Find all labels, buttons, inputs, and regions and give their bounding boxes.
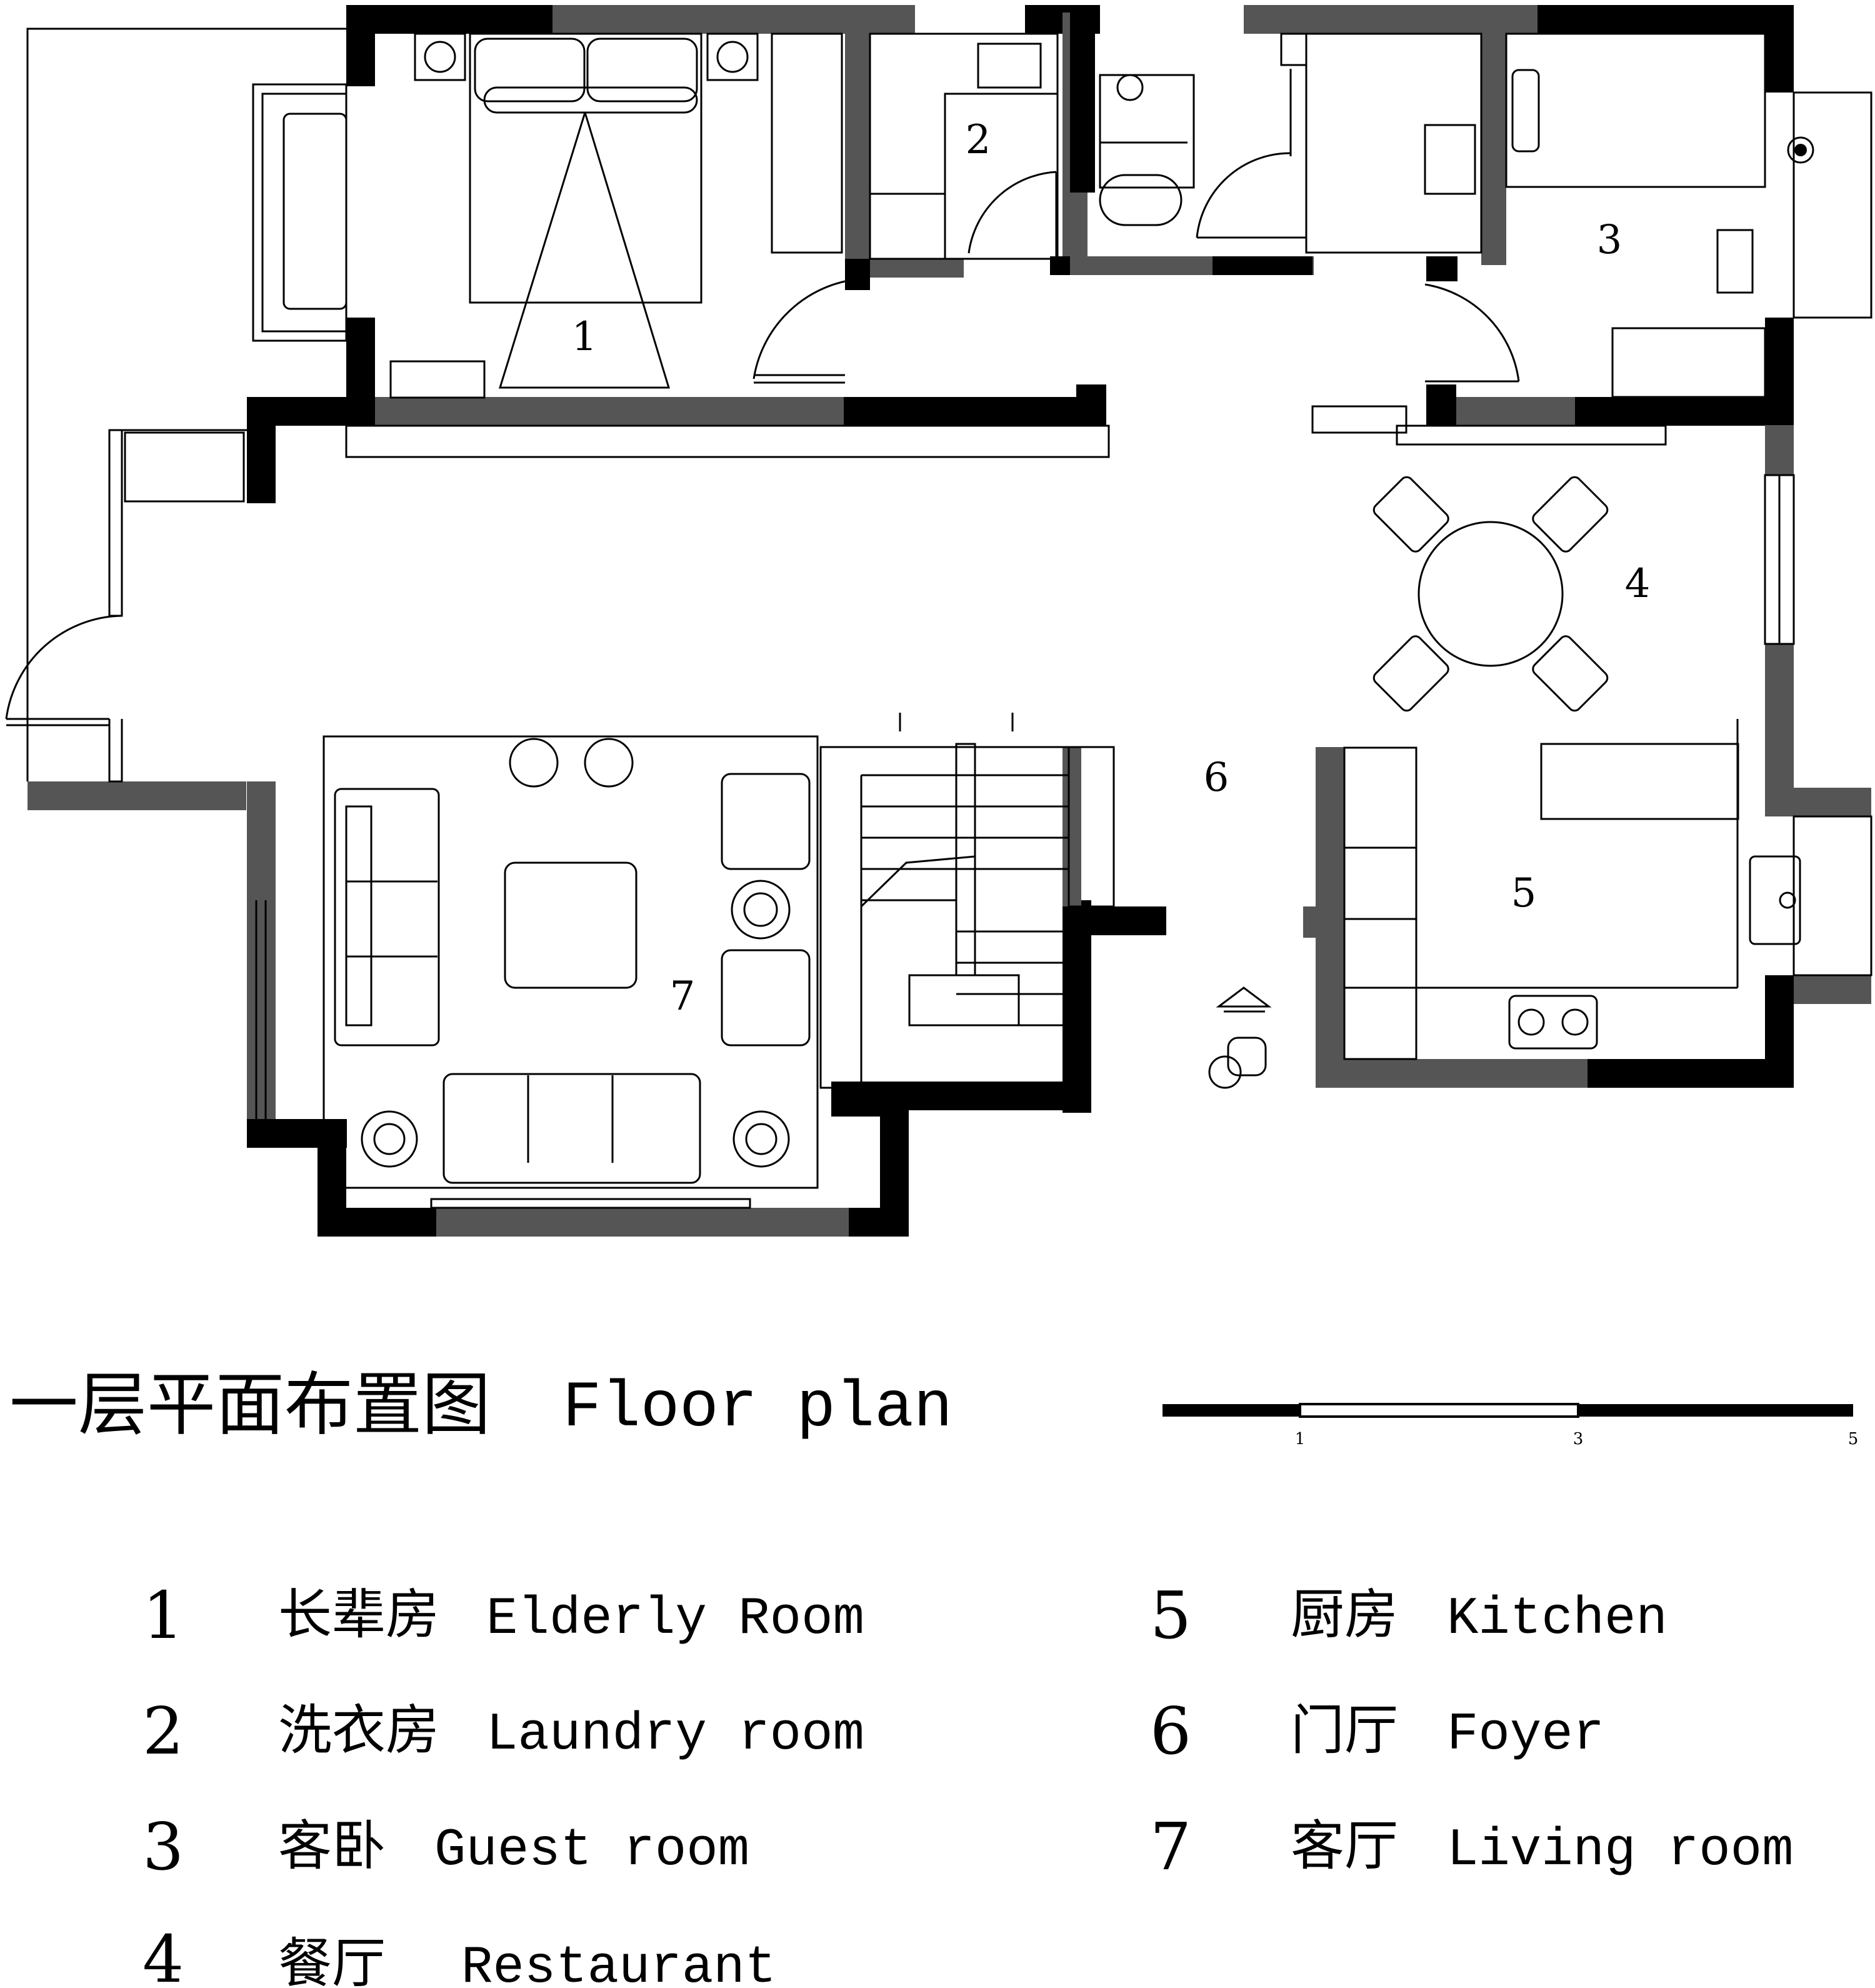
legend-item: 2 洗衣房 Laundry room xyxy=(142,1693,864,1769)
room-number-1: 1 xyxy=(572,314,598,360)
legend-english: Foyer xyxy=(1447,1705,1604,1765)
legend-chinese: 客卧 xyxy=(278,1815,386,1877)
room-numbers: 1 2 3 4 5 6 7 xyxy=(572,117,1651,1020)
scale-bar: 1 3 5 xyxy=(1162,1403,1859,1448)
walls xyxy=(28,5,1871,1237)
legend: 1 长辈房 Elderly Room 2 洗衣房 Laundry room 3 … xyxy=(142,1577,1794,1988)
room-number-6: 6 xyxy=(1204,755,1229,801)
legend-chinese: 长辈房 xyxy=(278,1584,439,1646)
legend-number: 1 xyxy=(142,1577,184,1654)
legend-chinese: 门厅 xyxy=(1291,1699,1398,1762)
legend-number: 7 xyxy=(1150,1809,1191,1885)
room-number-2: 2 xyxy=(966,117,991,163)
legend-chinese: 客厅 xyxy=(1291,1815,1398,1877)
scale-tick-3: 3 xyxy=(1573,1430,1584,1448)
legend-item: 3 客卧 Guest room xyxy=(142,1809,749,1885)
drawing-title: 一层平面布置图 Floor plan xyxy=(9,1365,952,1445)
legend-number: 6 xyxy=(1150,1693,1191,1769)
legend-item: 5 厨房 Kitchen xyxy=(1150,1577,1668,1654)
room-number-5: 5 xyxy=(1511,870,1537,916)
fixtures xyxy=(5,28,1872,1209)
legend-english: Restaurant xyxy=(461,1939,776,1988)
legend-chinese: 厨房 xyxy=(1291,1584,1398,1646)
legend-item: 7 客厅 Living room xyxy=(1150,1809,1794,1885)
stair-treads xyxy=(861,774,1069,1027)
legend-item: 1 长辈房 Elderly Room xyxy=(142,1577,864,1654)
room-number-7: 7 xyxy=(670,973,696,1020)
legend-english: Elderly Room xyxy=(486,1590,864,1649)
legend-english: Kitchen xyxy=(1447,1590,1668,1649)
title-english: Floor plan xyxy=(562,1372,952,1445)
legend-item: 4 餐厅 Restaurant xyxy=(142,1921,776,1988)
legend-item: 6 门厅 Foyer xyxy=(1150,1693,1604,1769)
legend-english: Guest room xyxy=(434,1821,749,1880)
legend-chinese: 餐厅 xyxy=(278,1932,386,1988)
legend-english: Laundry room xyxy=(486,1705,864,1765)
legend-number: 2 xyxy=(142,1693,184,1769)
room-number-4: 4 xyxy=(1625,561,1651,607)
legend-number: 4 xyxy=(142,1921,184,1988)
legend-chinese: 洗衣房 xyxy=(278,1699,439,1762)
legend-english: Living room xyxy=(1447,1821,1794,1880)
room-number-3: 3 xyxy=(1597,217,1622,263)
scale-tick-5: 5 xyxy=(1848,1430,1859,1448)
legend-number: 3 xyxy=(142,1809,184,1885)
title-chinese: 一层平面布置图 xyxy=(9,1365,491,1445)
legend-number: 5 xyxy=(1150,1577,1191,1654)
scale-tick-1: 1 xyxy=(1295,1430,1306,1448)
